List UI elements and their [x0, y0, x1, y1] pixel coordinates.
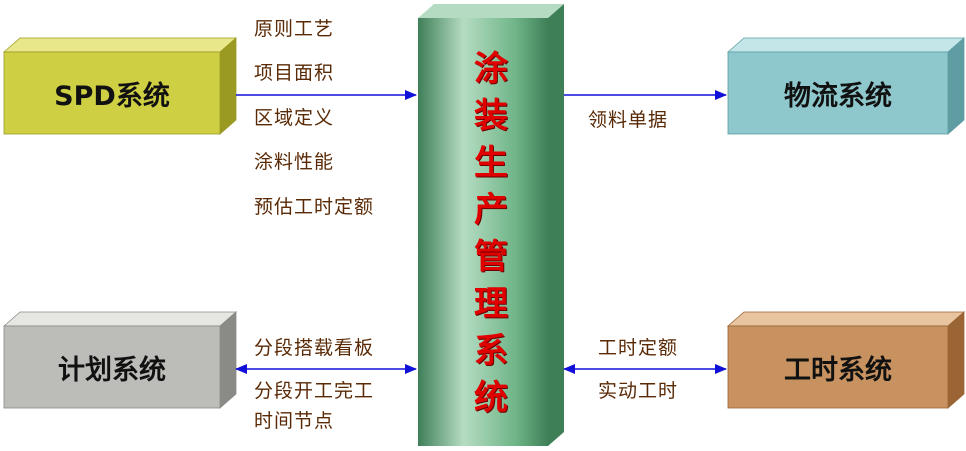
logistics-system-label: 物流系统: [784, 80, 892, 112]
center-title-char-4: 产: [474, 190, 508, 230]
center-title-char-2: 装: [474, 96, 508, 136]
flow-label-spd-3: 区域定义: [254, 107, 335, 129]
center-system-pillar: [418, 4, 564, 449]
flow-label-worktime-1: 工时定额: [598, 337, 679, 359]
spd-box-shape: [2, 37, 238, 135]
spd-system-label: SPD系统: [54, 80, 170, 112]
flow-label-spd-2: 项目面积: [254, 62, 335, 84]
flow-label-plan-1: 分段搭载看板: [254, 337, 375, 359]
plan-system-box: 计划系统: [2, 311, 238, 412]
flow-label-spd-1: 原则工艺: [254, 18, 335, 40]
spd-system-box: SPD系统: [2, 37, 238, 138]
center-title-char-6: 理: [474, 284, 508, 324]
flow-label-spd-5: 预估工时定额: [254, 196, 375, 218]
flow-label-plan-3: 时间节点: [254, 410, 335, 432]
worktime-system-box: 工时系统: [726, 311, 966, 412]
logistics-box-shape: [726, 37, 966, 135]
worktime-box-shape: [726, 311, 966, 409]
flow-label-logistics-1: 领料单据: [588, 109, 669, 131]
center-title-char-8: 统: [474, 378, 508, 418]
center-title-char-7: 系: [474, 331, 508, 371]
flow-label-worktime-2: 实动工时: [598, 380, 679, 402]
flow-label-spd-4: 涂料性能: [254, 151, 335, 173]
worktime-system-label: 工时系统: [784, 354, 892, 386]
center-title-char-5: 管: [474, 237, 508, 277]
logistics-system-box: 物流系统: [726, 37, 966, 138]
plan-system-label: 计划系统: [58, 354, 166, 386]
flow-label-plan-2: 分段开工完工: [254, 380, 375, 402]
center-pillar-shape: [418, 4, 564, 446]
plan-box-shape: [2, 311, 238, 409]
center-title-char-3: 生: [474, 143, 508, 183]
center-title-char-1: 涂: [474, 49, 508, 89]
